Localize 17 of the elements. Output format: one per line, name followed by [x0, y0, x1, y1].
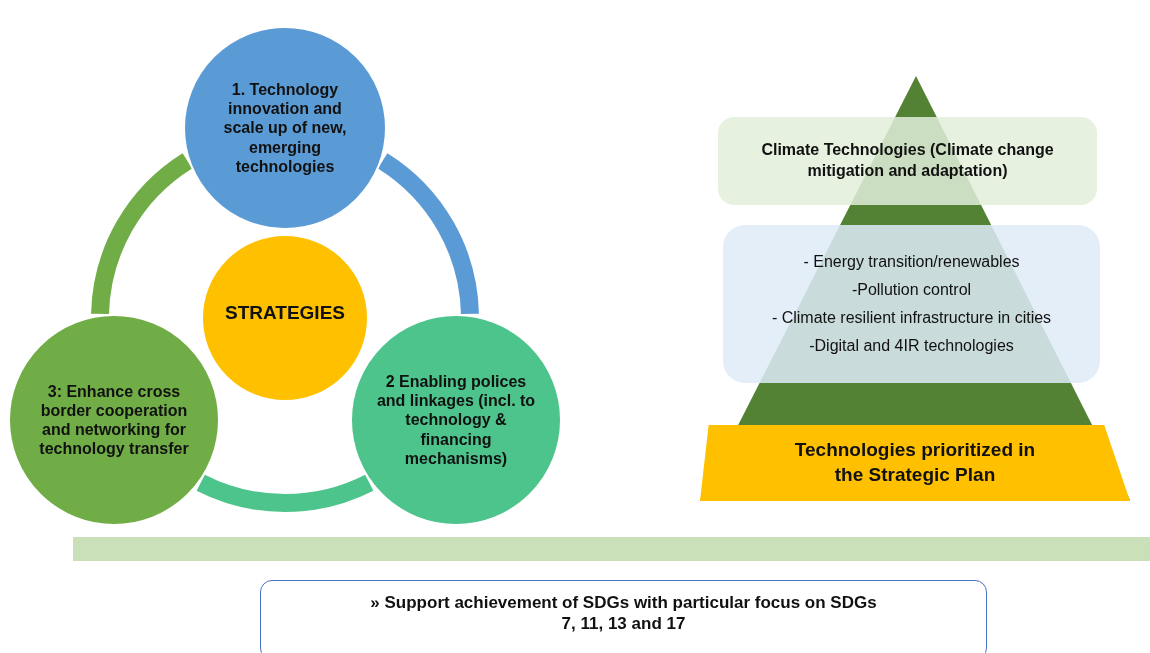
node-label: » Support achievement of SDGs with particular focus on SDGs 7, 11, 13 and 17 — [369, 591, 878, 635]
list-item: - Energy transition/renewables — [803, 252, 1020, 272]
node-label: 2 Enabling polices and linkages (incl. to technology & financing mechanisms) — [376, 372, 536, 468]
ring-connector — [377, 153, 479, 315]
list-item: -Digital and 4IR technologies — [809, 336, 1014, 356]
node-label: 3: Enhance cross border cooperation and networking for technology transfer — [38, 381, 190, 459]
tier-box — [723, 225, 1100, 383]
node-label: 1. Technology innovation and scale up of new, emerging technologies — [222, 80, 348, 176]
list-item: - Climate resilient infrastructure in cities — [771, 308, 1052, 328]
ring-connector — [197, 474, 373, 512]
divider-bar — [73, 537, 1150, 561]
node-label: Technologies prioritized in the Strategic Plan — [793, 438, 1037, 487]
ring-connector — [91, 153, 193, 315]
node-label: STRATEGIES — [225, 301, 345, 325]
tier-box — [718, 117, 1097, 205]
node-label: Climate Technologies (Climate change mitigation and adaptation) — [760, 140, 1055, 181]
list-item: -Pollution control — [851, 280, 972, 300]
